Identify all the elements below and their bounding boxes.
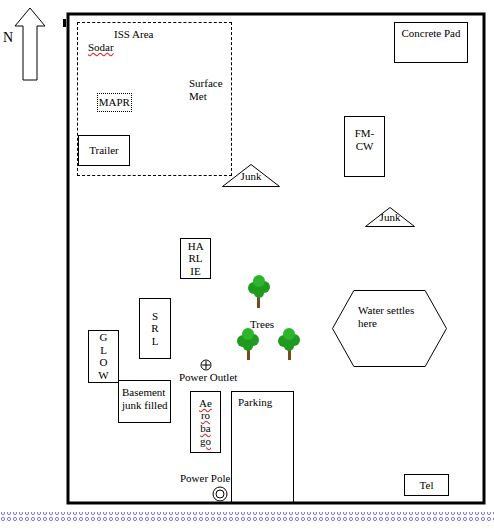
- corner-mark: [63, 19, 66, 27]
- dotted-band: [0, 512, 494, 521]
- water-hexagon: Water settles here: [332, 290, 447, 367]
- north-label: N: [3, 30, 13, 46]
- text-holder: ISS Area: [114, 28, 153, 41]
- text-holder: Tel: [420, 479, 434, 492]
- box-label: Tel: [420, 479, 434, 492]
- text-holder: MAPR: [99, 96, 130, 109]
- text-holder: Basement junk filled: [122, 386, 169, 411]
- fmcw-box: FM- CW: [344, 116, 385, 177]
- text-holder: G L O W: [98, 331, 108, 382]
- box-label: Junk: [380, 211, 401, 224]
- text-holder: Trailer: [89, 144, 119, 157]
- power-outlet-symbol: [201, 360, 211, 370]
- basement-box: Basement junk filled: [118, 380, 171, 423]
- text-holder: FM- CW: [355, 127, 375, 152]
- junk-triangle: Junk: [222, 164, 280, 187]
- box-label: Parking: [238, 396, 272, 409]
- power-pole-symbol: [213, 487, 227, 501]
- hexagon-outline: [332, 290, 447, 367]
- srl-box: S R L: [139, 298, 171, 359]
- box-label: G L O W: [98, 331, 108, 382]
- box-label: FM- CW: [355, 127, 375, 152]
- box-label: MAPR: [99, 96, 130, 109]
- text-holder: Ae ro ba go: [199, 397, 212, 448]
- box-label: Water settles here: [358, 304, 428, 329]
- box-label: HA RL IE: [188, 240, 203, 278]
- power-outlet-label: Power Outlet: [179, 371, 237, 384]
- junk-triangle: Junk: [365, 207, 415, 227]
- text-holder: Water settles here: [358, 304, 428, 329]
- box-label: Concrete Pad: [402, 27, 461, 40]
- text-holder: Parking: [238, 396, 272, 409]
- power-pole-label: Power Pole: [180, 472, 230, 485]
- glow-box: G L O W: [88, 330, 119, 383]
- aerobago-box: Ae ro ba go: [190, 391, 221, 453]
- concrete-pad-box: Concrete Pad: [394, 22, 468, 63]
- parking-box: Parking: [231, 391, 294, 504]
- text-holder: HA RL IE: [188, 240, 203, 278]
- north-arrow: [15, 8, 45, 80]
- box-label: ISS Area: [114, 28, 153, 41]
- box-label: Junk: [241, 170, 262, 183]
- sodar-label: Sodar: [88, 41, 114, 54]
- box-label: Trailer: [89, 144, 119, 157]
- trailer-box: Trailer: [78, 135, 130, 166]
- mapr-box: MAPR: [97, 93, 132, 112]
- tree-symbols: [237, 275, 300, 360]
- text-holder: S R L: [151, 310, 158, 348]
- harlie-box: HA RL IE: [180, 238, 211, 279]
- text-holder: Junk: [380, 211, 401, 224]
- box-label: S R L: [151, 310, 158, 348]
- text-holder: Junk: [241, 170, 262, 183]
- surface-met-label: Surface Met: [189, 77, 231, 102]
- tel-box: Tel: [404, 474, 449, 496]
- text-holder: Concrete Pad: [402, 27, 461, 40]
- trees-label: Trees: [250, 318, 274, 331]
- box-label: Basement junk filled: [122, 386, 169, 411]
- site-boundary: [68, 14, 484, 503]
- box-label: Ae ro ba go: [199, 397, 212, 448]
